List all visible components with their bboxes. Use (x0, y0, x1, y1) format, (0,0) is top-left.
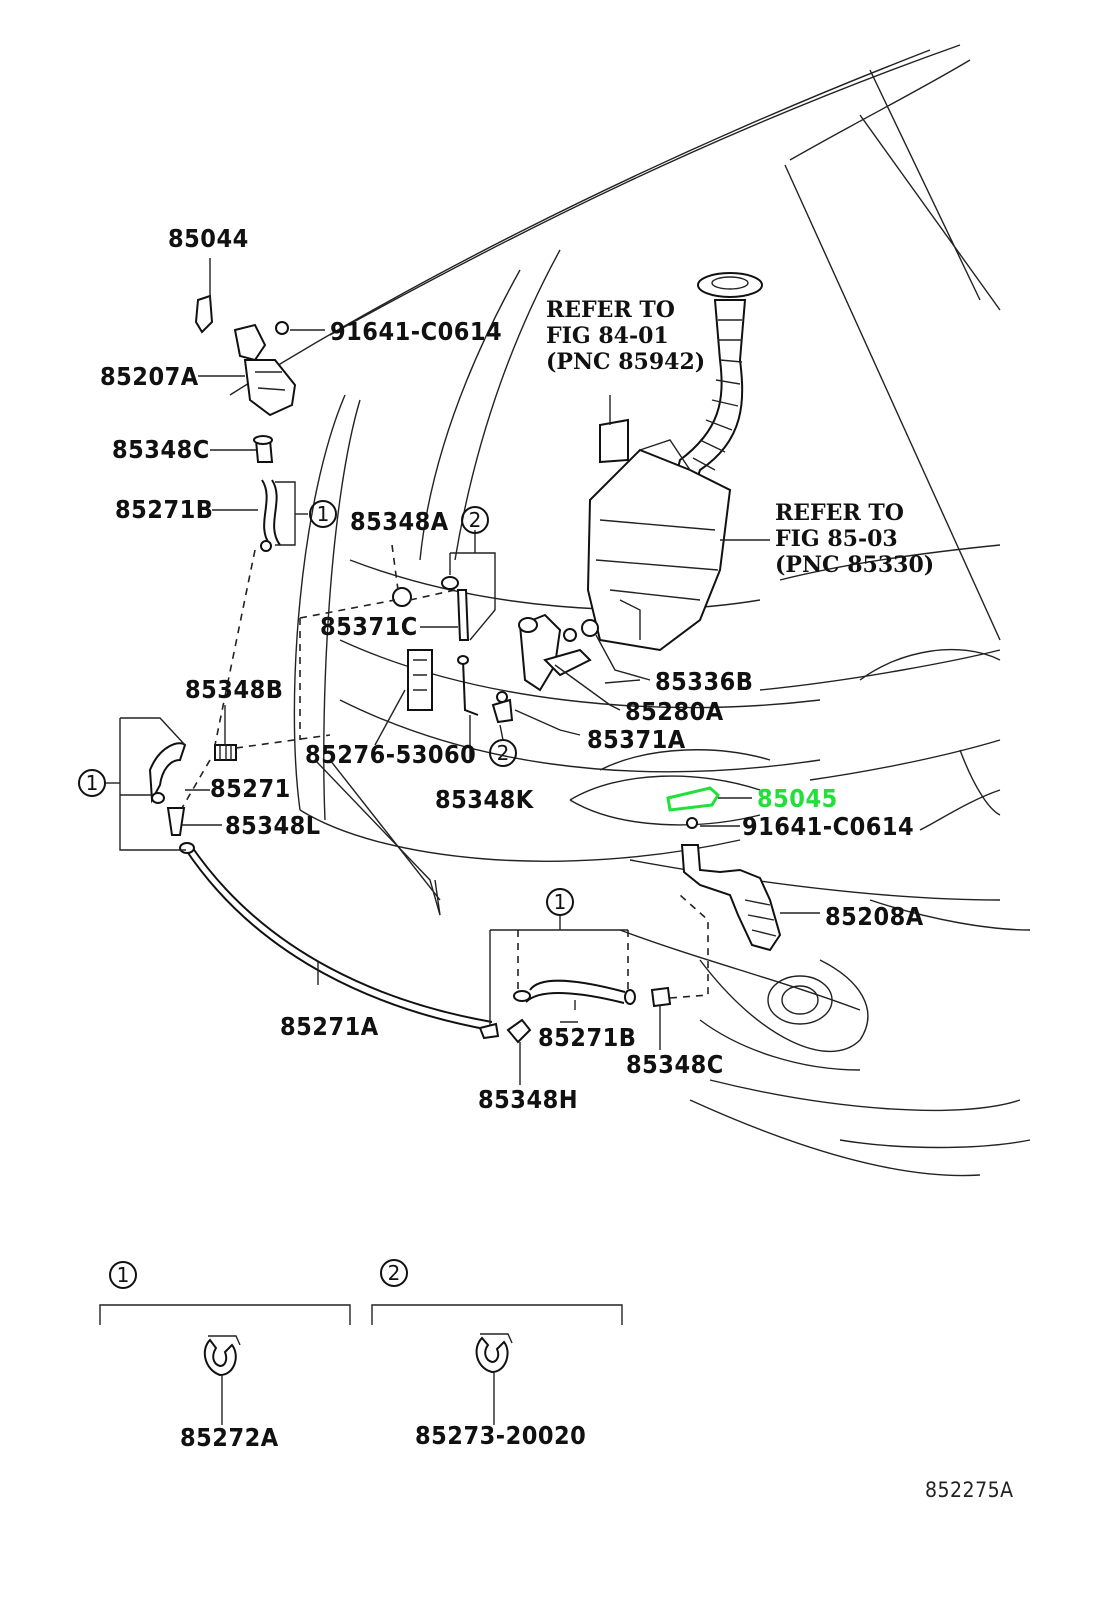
hose-85271B-bottom (513, 979, 636, 1005)
washer-pump (518, 613, 599, 692)
washer-tank (586, 272, 763, 652)
label-85348a: 85348A (350, 507, 449, 536)
callout-1-bottom: 1 (546, 888, 574, 916)
label-85044: 85044 (168, 224, 249, 253)
label-85271a: 85271A (280, 1012, 379, 1041)
label-85045-highlighted: 85045 (757, 784, 838, 813)
label-85273-20020: 85273-20020 (415, 1421, 586, 1450)
reference-note-fig-85-03: REFER TO FIG 85-03 (PNC 85330) (775, 500, 934, 578)
callout-1-legend: 1 (109, 1261, 137, 1289)
label-85371a: 85371A (587, 725, 686, 754)
callout-2-mid: 2 (489, 739, 517, 767)
check-valve-85348C-top (253, 435, 274, 463)
clip-85272A (203, 1335, 241, 1377)
svg-text:2: 2 (388, 1261, 401, 1285)
check-valve-85348C-bottom (650, 986, 672, 1008)
svg-text:REFER TO: REFER TO (546, 297, 675, 323)
svg-text:2: 2 (469, 508, 482, 532)
svg-text:REFER TO: REFER TO (775, 500, 904, 526)
callout-circles: 1 2 2 1 1 1 2 (78, 500, 574, 1289)
label-85208a: 85208A (825, 902, 924, 931)
joint-85348H (478, 1018, 532, 1044)
svg-text:1: 1 (317, 502, 330, 526)
svg-text:(PNC 85942): (PNC 85942) (546, 349, 705, 375)
vehicle-body-outline (229, 44, 1031, 1177)
hose-85271B-top (260, 479, 281, 552)
callout-2-legend: 2 (380, 1259, 408, 1287)
group-brackets (99, 549, 709, 1325)
label-85348h: 85348H (478, 1085, 578, 1114)
figure-id: 852275A (925, 1478, 1014, 1502)
label-85271b-top: 85271B (115, 495, 213, 524)
svg-text:1: 1 (117, 1263, 130, 1287)
callout-1-left: 1 (78, 769, 106, 797)
joint-85348L (166, 807, 186, 836)
label-85271b-bottom: 85271B (538, 1023, 636, 1052)
callout-1-top: 1 (309, 500, 337, 528)
clip-85273-20020 (475, 1333, 513, 1374)
callout-2-top: 2 (461, 506, 489, 534)
svg-text:1: 1 (86, 771, 99, 795)
label-85348k: 85348K (435, 785, 535, 814)
label-85348l: 85348L (225, 811, 321, 840)
label-85276-53060: 85276-53060 (305, 740, 476, 769)
label-85207a: 85207A (100, 362, 199, 391)
svg-text:(PNC 85330): (PNC 85330) (775, 552, 934, 578)
label-85371c: 85371C (320, 612, 418, 641)
hose-85371C (392, 576, 514, 724)
svg-text:2: 2 (497, 741, 510, 765)
nozzle-cap-85045 (666, 786, 720, 812)
label-85348c-bottom: 85348C (626, 1050, 724, 1079)
reference-note-fig-84-01: REFER TO FIG 84-01 (PNC 85942) (546, 297, 705, 375)
hose-85271 (148, 742, 187, 804)
label-85280a: 85280A (625, 697, 724, 726)
leader-lines (182, 258, 820, 1425)
label-91641-c0614-mid: 91641-C0614 (742, 812, 914, 841)
svg-text:1: 1 (554, 890, 567, 914)
label-85272a: 85272A (180, 1423, 279, 1452)
nozzle-85208A (680, 817, 782, 952)
part-labels: 85044 91641-C0614 85207A 85348C 85271B 8… (100, 224, 1014, 1502)
label-85271: 85271 (210, 774, 291, 803)
nozzle-85207A (233, 321, 297, 417)
label-85348c-top: 85348C (112, 435, 210, 464)
label-85348b: 85348B (185, 675, 283, 704)
svg-text:FIG 85-03: FIG 85-03 (775, 526, 898, 552)
svg-text:FIG 84-01: FIG 84-01 (546, 323, 669, 349)
hose-85271A (179, 842, 493, 1031)
label-85336b: 85336B (655, 667, 753, 696)
nozzle-cap-85044 (194, 294, 214, 334)
joint-85348B (214, 744, 237, 761)
label-91641-c0614-top: 91641-C0614 (330, 317, 502, 346)
